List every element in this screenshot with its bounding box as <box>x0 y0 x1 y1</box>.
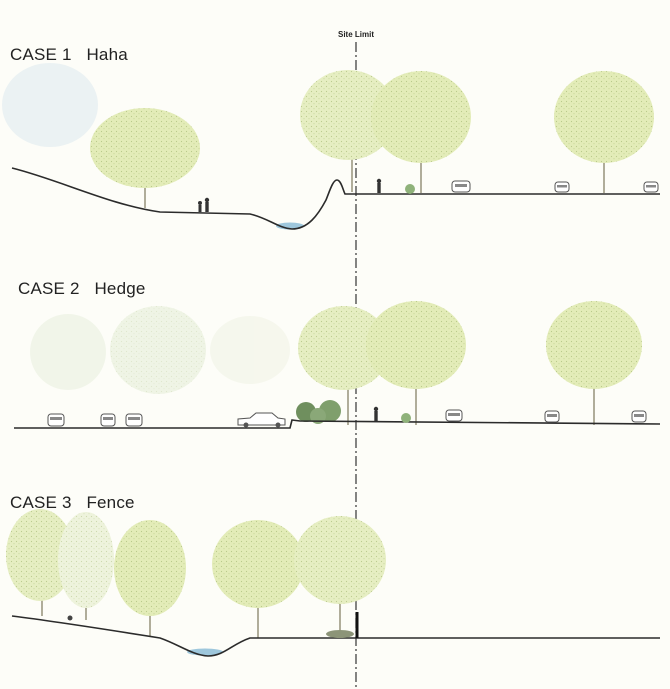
case-1-title: CASE 1 Haha <box>10 45 128 64</box>
site-limit-label: Site Limit <box>338 30 375 39</box>
case-1-ground-line <box>11 167 660 230</box>
tree <box>554 71 654 193</box>
car <box>47 413 65 427</box>
small-animal <box>67 615 73 621</box>
shrub <box>326 630 354 638</box>
car <box>451 180 471 193</box>
car <box>125 413 143 427</box>
tree <box>298 306 390 425</box>
car <box>544 410 560 423</box>
car <box>445 409 463 422</box>
tree <box>6 509 74 616</box>
car <box>554 181 570 193</box>
car-side-view <box>237 412 286 428</box>
shrub <box>401 413 411 423</box>
case-3-ground-line <box>11 615 660 657</box>
background-tree <box>30 306 290 394</box>
shrub <box>405 184 415 194</box>
car <box>643 181 659 193</box>
case-2-section <box>14 301 661 429</box>
background-tree <box>2 63 98 147</box>
case-2-title: CASE 2 Hedge <box>18 279 146 298</box>
case-3-title: CASE 3 Fence <box>10 493 135 512</box>
tree <box>90 108 200 208</box>
tree <box>366 301 466 425</box>
tree <box>58 512 114 620</box>
person-figures <box>373 406 379 421</box>
car <box>631 410 647 423</box>
case-2-ground-line <box>14 419 661 429</box>
tree <box>546 301 642 425</box>
person-figures <box>198 178 382 212</box>
tree <box>114 520 186 636</box>
case-1-section <box>2 63 660 230</box>
car <box>100 413 116 427</box>
case-3-section <box>6 509 660 657</box>
tree <box>294 516 386 636</box>
tree <box>300 70 396 192</box>
tree <box>371 71 471 193</box>
tree <box>212 520 304 638</box>
hedge <box>296 400 341 424</box>
